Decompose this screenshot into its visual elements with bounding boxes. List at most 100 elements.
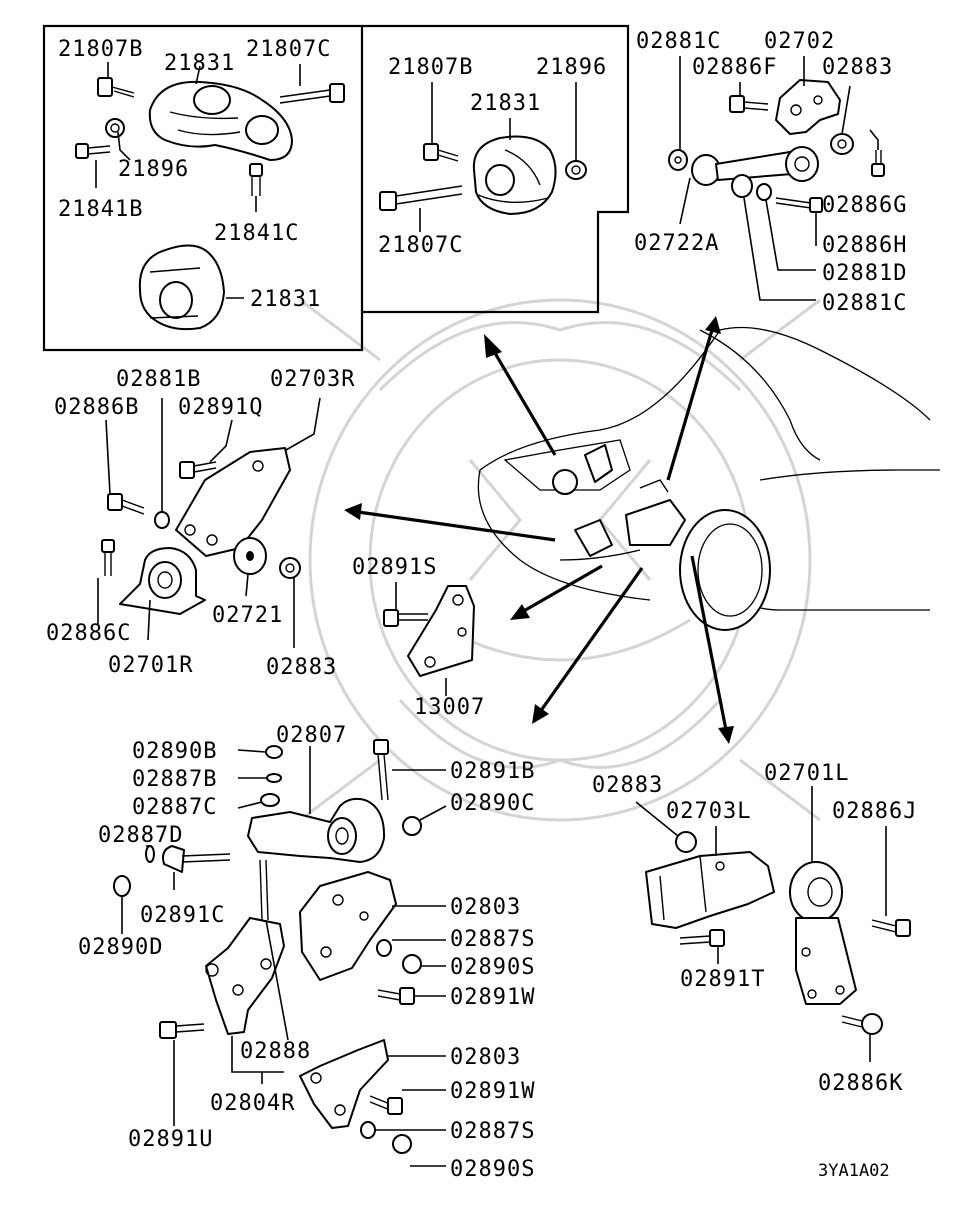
bolt-02891w-lower-icon bbox=[369, 1095, 403, 1115]
washer-02887d-icon bbox=[145, 845, 155, 863]
inset-frame bbox=[42, 24, 630, 352]
bolt-21841b-icon bbox=[75, 143, 111, 159]
label-02891q: 02891Q bbox=[178, 395, 263, 420]
label-02804r: 02804R bbox=[210, 1091, 295, 1116]
label-02891c: 02891C bbox=[140, 903, 225, 928]
label-02701l: 02701L bbox=[764, 761, 849, 786]
label-02886c: 02886C bbox=[46, 621, 131, 646]
callout-labels: 21807B 21831 21807C 21896 21841B 21841C … bbox=[46, 29, 917, 1182]
lower-right-parts bbox=[645, 831, 911, 1035]
label-02886g: 02886G bbox=[822, 193, 907, 218]
label-02891w-upper: 02891W bbox=[450, 985, 535, 1010]
label-02886j: 02886J bbox=[832, 799, 917, 824]
washer-02881c-lower-icon bbox=[731, 174, 753, 198]
nut-02890s-upper-icon bbox=[402, 954, 422, 974]
bolt-21841c-icon bbox=[249, 163, 263, 196]
label-02890s-lower: 02890S bbox=[450, 1157, 535, 1182]
arrows bbox=[344, 316, 734, 744]
label-02881c: 02881C bbox=[636, 29, 721, 54]
bolt-02886c-icon bbox=[101, 539, 115, 576]
label-21807c: 21807C bbox=[246, 37, 331, 62]
bracket-02804r-icon bbox=[205, 917, 285, 1035]
rod-02722a-icon bbox=[691, 146, 819, 186]
label-02886k: 02886K bbox=[818, 1071, 903, 1096]
label-02722a: 02722A bbox=[634, 231, 719, 256]
label-02721: 02721 bbox=[212, 603, 283, 628]
bolt-02886g-icon bbox=[871, 150, 885, 177]
nut-02883-left-icon bbox=[279, 557, 301, 579]
washer-02721-icon bbox=[233, 537, 267, 575]
label-02890b: 02890B bbox=[132, 739, 217, 764]
leader-lines bbox=[95, 56, 887, 1167]
figure-code: 3YA1A02 bbox=[818, 1161, 890, 1181]
label-02888: 02888 bbox=[240, 1039, 311, 1064]
bracket-02807-icon bbox=[247, 797, 386, 863]
bolt-02891u-icon bbox=[159, 1021, 205, 1039]
bracket-02803-upper-icon bbox=[299, 871, 397, 981]
washer-02887s-lower-icon bbox=[360, 1121, 376, 1139]
label-02890c: 02890C bbox=[450, 791, 535, 816]
label-02891u: 02891U bbox=[128, 1127, 213, 1152]
label-21896-right: 21896 bbox=[536, 55, 607, 80]
nut-02890c-icon bbox=[402, 816, 422, 836]
bracket-02703l-icon bbox=[645, 851, 775, 929]
car-body-outline bbox=[477, 326, 940, 631]
label-02887s-upper: 02887S bbox=[450, 927, 535, 952]
inset-right-parts bbox=[379, 135, 587, 215]
label-02887b: 02887B bbox=[132, 767, 217, 792]
insulator-21831-lower-icon bbox=[138, 244, 225, 331]
left-mount-parts bbox=[101, 447, 301, 615]
nut-02883-right-icon bbox=[675, 831, 697, 853]
label-02890s-upper: 02890S bbox=[450, 955, 535, 980]
top-right-parts bbox=[668, 79, 885, 213]
mid-bracket-parts bbox=[383, 585, 475, 677]
nut-02883-top-icon bbox=[830, 133, 854, 155]
bolt-02886h-icon bbox=[775, 197, 823, 213]
bolt-02891w-upper-icon bbox=[377, 987, 415, 1005]
washer-02887b-icon bbox=[266, 773, 282, 783]
label-21896: 21896 bbox=[118, 157, 189, 182]
label-02803-lower: 02803 bbox=[450, 1045, 521, 1070]
label-21831-right: 21831 bbox=[470, 91, 541, 116]
label-02703l: 02703L bbox=[666, 799, 751, 824]
bolt-21807b-icon bbox=[97, 77, 135, 98]
bolt-21807c-right-icon bbox=[379, 185, 463, 211]
bracket-13007-icon bbox=[407, 585, 475, 677]
inset-left-parts bbox=[75, 77, 345, 331]
washer-02881b-icon bbox=[154, 511, 170, 529]
label-02890d: 02890D bbox=[78, 935, 163, 960]
label-02883-right: 02883 bbox=[592, 773, 663, 798]
bracket-02702-icon bbox=[775, 79, 841, 135]
label-02887c: 02887C bbox=[132, 795, 217, 820]
bolt-02886f-icon bbox=[729, 95, 769, 113]
label-21841c: 21841C bbox=[214, 221, 299, 246]
label-02807: 02807 bbox=[276, 723, 347, 748]
label-02886h: 02886H bbox=[822, 233, 907, 258]
nut-02890s-lower-icon bbox=[392, 1134, 412, 1154]
washer-02887s-upper-icon bbox=[376, 939, 392, 957]
label-02702: 02702 bbox=[764, 29, 835, 54]
label-02891b: 02891B bbox=[450, 759, 535, 784]
bolt-02886j-icon bbox=[871, 919, 911, 937]
bolt-21807b-right-icon bbox=[423, 143, 459, 162]
label-02891w-lower: 02891W bbox=[450, 1079, 535, 1104]
bolt-02891b-icon bbox=[373, 739, 389, 801]
label-02881c-lower: 02881C bbox=[822, 291, 907, 316]
label-02891s: 02891S bbox=[352, 555, 437, 580]
label-02701r: 02701R bbox=[108, 653, 193, 678]
stud-02888-icon bbox=[259, 859, 269, 921]
bolt-02891c-icon bbox=[162, 845, 231, 873]
label-02881d: 02881D bbox=[822, 261, 907, 286]
washer-02887c-icon bbox=[260, 793, 280, 807]
label-21831: 21831 bbox=[164, 51, 235, 76]
label-02891t: 02891T bbox=[680, 967, 765, 992]
mount-02701r-icon bbox=[119, 547, 206, 615]
label-21841b: 21841B bbox=[58, 197, 143, 222]
bolt-02891q-icon bbox=[179, 461, 217, 479]
label-02886b: 02886B bbox=[54, 395, 139, 420]
mount-02701l-icon bbox=[789, 861, 857, 1005]
label-21831-lower: 21831 bbox=[250, 287, 321, 312]
label-02803-upper: 02803 bbox=[450, 895, 521, 920]
label-02883-left: 02883 bbox=[266, 655, 337, 680]
